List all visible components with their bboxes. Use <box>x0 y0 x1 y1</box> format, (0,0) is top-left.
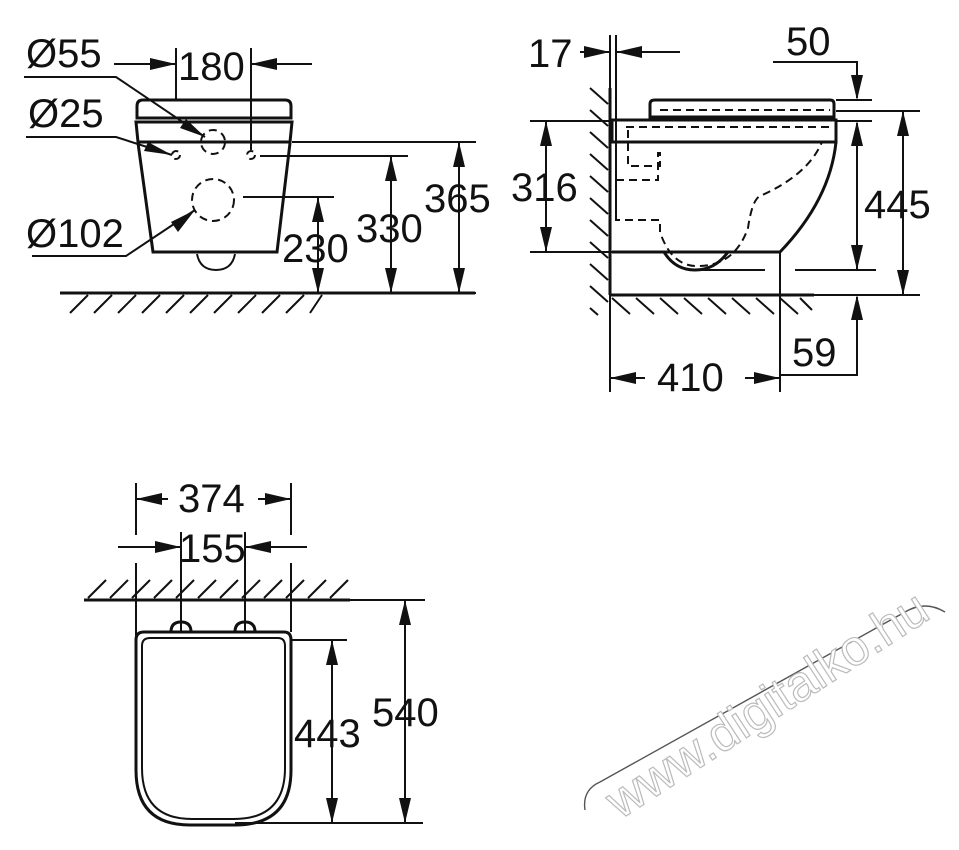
dim-17: 17 <box>528 32 573 76</box>
dim-365: 365 <box>424 177 491 221</box>
dim-d102: Ø102 <box>26 212 124 256</box>
dim-443: 443 <box>294 712 361 756</box>
dim-d55: Ø55 <box>26 32 102 76</box>
dim-410: 410 <box>657 356 724 400</box>
dim-d25: Ø25 <box>28 92 104 136</box>
dim-180: 180 <box>178 45 245 89</box>
dim-445: 445 <box>864 183 931 227</box>
front-view: Ø55 180 Ø25 Ø102 230 330 365 <box>24 32 491 314</box>
top-view: 374 155 443 540 <box>84 477 439 827</box>
dim-540: 540 <box>372 691 439 735</box>
dim-230: 230 <box>282 227 349 271</box>
dim-50: 50 <box>786 20 831 64</box>
side-view: 17 50 316 445 410 59 <box>511 20 931 400</box>
dim-330: 330 <box>356 207 423 251</box>
dim-316: 316 <box>511 166 578 210</box>
dim-155: 155 <box>179 527 246 571</box>
watermark-text: www.digitalko.hu <box>595 579 939 829</box>
dim-59: 59 <box>792 331 837 375</box>
watermark: www.digitalko.hu <box>583 579 946 830</box>
dim-374: 374 <box>178 477 245 521</box>
